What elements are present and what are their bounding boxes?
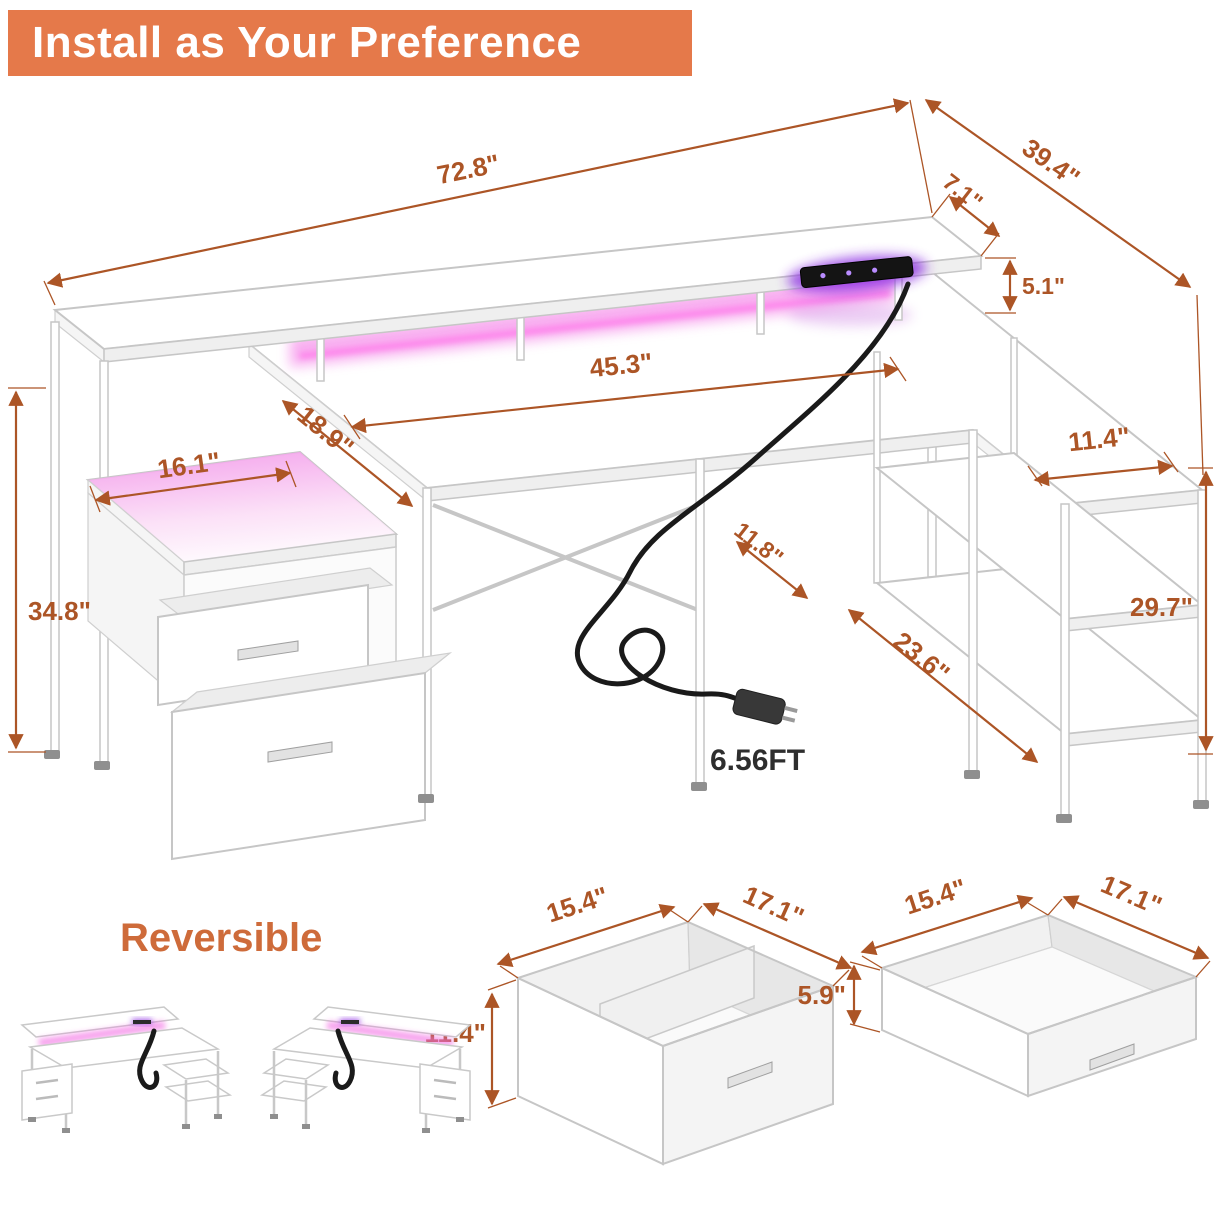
svg-text:5.1": 5.1"	[1022, 273, 1065, 299]
drawer-handle	[1089, 1043, 1135, 1071]
svg-text:34.8": 34.8"	[28, 596, 91, 626]
x-brace	[432, 503, 699, 612]
dimension-right-height: 29.7"	[1130, 467, 1214, 755]
cord-length-label: 6.56FT	[710, 744, 805, 777]
power-plug	[732, 688, 798, 725]
mini-desk-left	[22, 1007, 230, 1133]
bottom-file-drawer	[169, 652, 453, 861]
drawer-handle	[727, 1061, 773, 1089]
dimension-return-depth: 11.4"	[1027, 421, 1179, 487]
svg-text:45.3": 45.3"	[588, 347, 654, 383]
top-drawer-diagram: 15.4" 17.1" 5.9"	[798, 869, 1211, 1098]
banner: Install as Your Preference	[8, 10, 692, 76]
dimension-left-height: 34.8"	[8, 387, 91, 753]
svg-text:15.4": 15.4"	[901, 872, 970, 920]
svg-text:11.8": 11.8"	[729, 517, 788, 571]
svg-text:72.8": 72.8"	[434, 148, 502, 190]
reversible-title: Reversible	[120, 916, 323, 960]
svg-text:17.1": 17.1"	[1097, 869, 1167, 921]
mini-desk-right	[262, 1007, 470, 1133]
banner-title: Install as Your Preference	[32, 18, 582, 67]
dimension-shelf-height: 5.1"	[985, 257, 1065, 314]
svg-text:5.9": 5.9"	[798, 980, 846, 1010]
drawer-handle	[267, 741, 333, 763]
desk-feet	[44, 750, 1209, 823]
file-drawer-diagram: 15.4" 17.1" 11.4"	[425, 879, 853, 1166]
svg-text:15.4": 15.4"	[543, 880, 612, 928]
svg-text:7.1": 7.1"	[938, 168, 988, 215]
svg-text:29.7": 29.7"	[1130, 592, 1193, 622]
drawer-handle	[237, 640, 299, 661]
desk-illustration	[44, 215, 1209, 861]
svg-text:39.4": 39.4"	[1017, 132, 1086, 193]
svg-text:11.4": 11.4"	[1067, 421, 1131, 457]
dimension-top-drawer-height: 5.9"	[798, 961, 881, 1033]
power-cord	[574, 281, 911, 703]
led-strip-glow	[290, 272, 912, 367]
dimension-middle-gap: 11.8"	[729, 517, 809, 599]
dimension-left-shelf-width: 16.1"	[89, 446, 297, 513]
